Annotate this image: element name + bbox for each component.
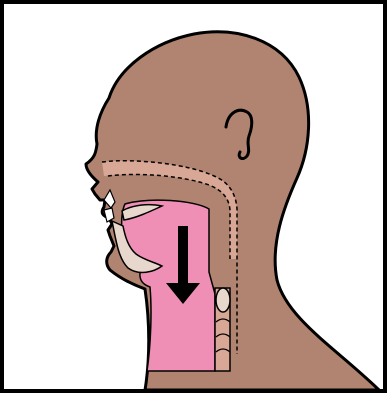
epiglottis — [216, 288, 230, 312]
head-diagram — [4, 4, 387, 397]
